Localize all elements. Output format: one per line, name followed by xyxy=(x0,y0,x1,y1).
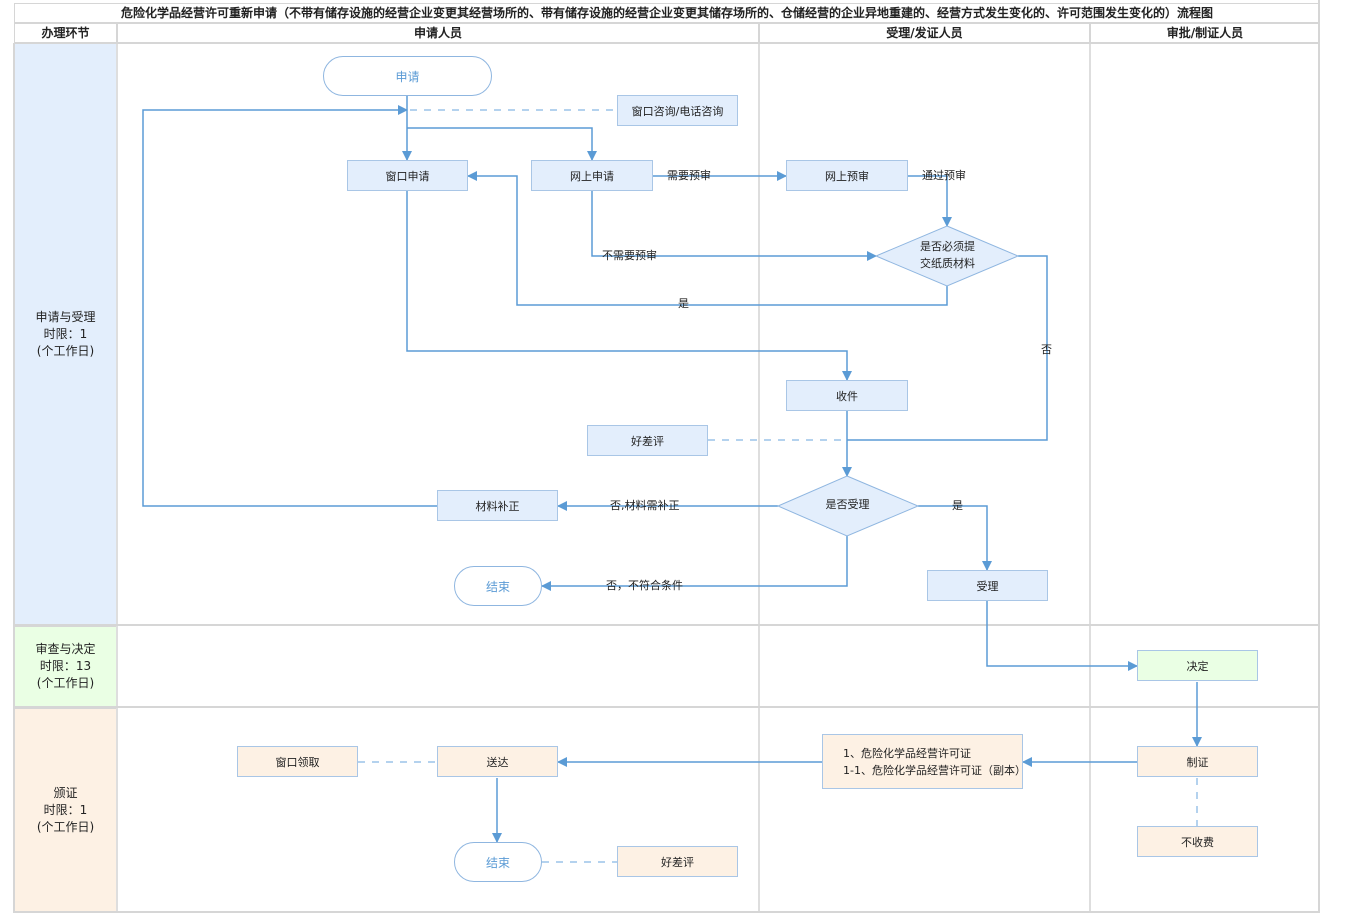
lane-divider xyxy=(1089,43,1091,911)
lane-divider xyxy=(758,43,760,911)
stage-limit: 时限：1 xyxy=(43,803,88,817)
edge-label-yes-accept: 是 xyxy=(952,499,963,512)
decision-paper-label[interactable]: 是否必须提 交纸质材料 xyxy=(890,238,1005,272)
decision-line: 是否必须提 xyxy=(920,240,975,253)
stage-name: 申请与受理 xyxy=(35,309,96,324)
window-pickup-node[interactable]: 窗口领取 xyxy=(237,746,358,777)
edge-label-no-supplement: 否,材料需补正 xyxy=(610,499,680,512)
page-title: 危险化学品经营许可重新申请（不带有储存设施的经营企业变更其经营场所的、带有储存设… xyxy=(14,3,1320,23)
stage-issue: 颁证 时限：1 (个工作日) xyxy=(14,708,117,913)
consult-node[interactable]: 窗口咨询/电话咨询 xyxy=(617,95,738,126)
edge-yes-accept xyxy=(918,505,992,571)
decision-accept-label[interactable]: 是否受理 xyxy=(825,498,870,511)
decision-line: 交纸质材料 xyxy=(920,257,975,270)
header-applicant: 申请人员 xyxy=(117,23,759,43)
rating-node[interactable]: 好差评 xyxy=(587,425,708,456)
stage-name: 审查与决定 xyxy=(35,642,96,656)
deliver-node[interactable]: 送达 xyxy=(437,746,558,777)
row-divider xyxy=(14,624,1320,626)
stage-unit: (个工作日) xyxy=(36,343,95,358)
edge-supplement-loop xyxy=(142,105,437,507)
license-line: 1-1、危险化学品经营许可证（副本） xyxy=(843,763,1026,777)
license-line: 1、危险化学品经营许可证 xyxy=(843,746,971,760)
decide-node[interactable]: 决定 xyxy=(1137,650,1258,681)
bottom-border xyxy=(14,911,1320,913)
online-apply-node[interactable]: 网上申请 xyxy=(531,160,653,191)
stage-limit: 时限：13 xyxy=(39,659,92,673)
edge-paper-yes xyxy=(467,171,948,306)
receive-node[interactable]: 收件 xyxy=(786,380,908,411)
edge-paper-no xyxy=(847,255,1048,441)
edge-label-no-paper: 否 xyxy=(1041,343,1052,356)
right-border xyxy=(1318,0,1320,913)
edge-window-receive xyxy=(406,191,852,381)
edge-label-need-precheck: 需要预审 xyxy=(667,169,711,182)
end-node[interactable]: 结束 xyxy=(454,566,542,606)
header-stage: 办理环节 xyxy=(14,23,117,43)
row-divider xyxy=(14,706,1320,708)
edge-label-no-precheck: 不需要预审 xyxy=(602,249,657,262)
lane-divider xyxy=(116,43,118,913)
edge-no-reject xyxy=(541,536,848,591)
no-fee-node[interactable]: 不收费 xyxy=(1137,826,1258,857)
accept-node[interactable]: 受理 xyxy=(927,570,1048,601)
left-border xyxy=(13,43,15,913)
edge-label-no-reject: 否，不符合条件 xyxy=(606,579,683,592)
stage-name: 颁证 xyxy=(53,786,78,800)
start-node[interactable]: 申请 xyxy=(323,56,492,96)
edge-label-pass-precheck: 通过预审 xyxy=(922,169,966,182)
decision-accept-diamond xyxy=(776,475,920,537)
row-divider xyxy=(14,42,1320,44)
certify-node[interactable]: 制证 xyxy=(1137,746,1258,777)
window-apply-node[interactable]: 窗口申请 xyxy=(347,160,468,191)
end-node[interactable]: 结束 xyxy=(454,842,542,882)
stage-limit: 时限：1 xyxy=(43,326,88,341)
online-precheck-node[interactable]: 网上预审 xyxy=(786,160,908,191)
stage-review-decide: 审查与决定 时限：13 (个工作日) xyxy=(14,626,117,707)
supplement-node[interactable]: 材料补正 xyxy=(437,490,558,521)
edge-accept-decide xyxy=(986,601,1138,671)
decision-paper-diamond xyxy=(874,225,1020,287)
edge-no-precheck xyxy=(591,191,877,261)
edge-start-online xyxy=(407,127,597,161)
rating-node[interactable]: 好差评 xyxy=(617,846,738,877)
edge-label-yes-paper: 是 xyxy=(678,297,689,310)
stage-unit: (个工作日) xyxy=(36,676,95,690)
stage-apply-accept: 申请与受理 时限：1 (个工作日) xyxy=(14,43,117,625)
edge-pass-precheck xyxy=(908,175,952,227)
license-node[interactable]: 1、危险化学品经营许可证 1-1、危险化学品经营许可证（副本） xyxy=(822,734,1026,789)
stage-unit: (个工作日) xyxy=(36,820,95,834)
